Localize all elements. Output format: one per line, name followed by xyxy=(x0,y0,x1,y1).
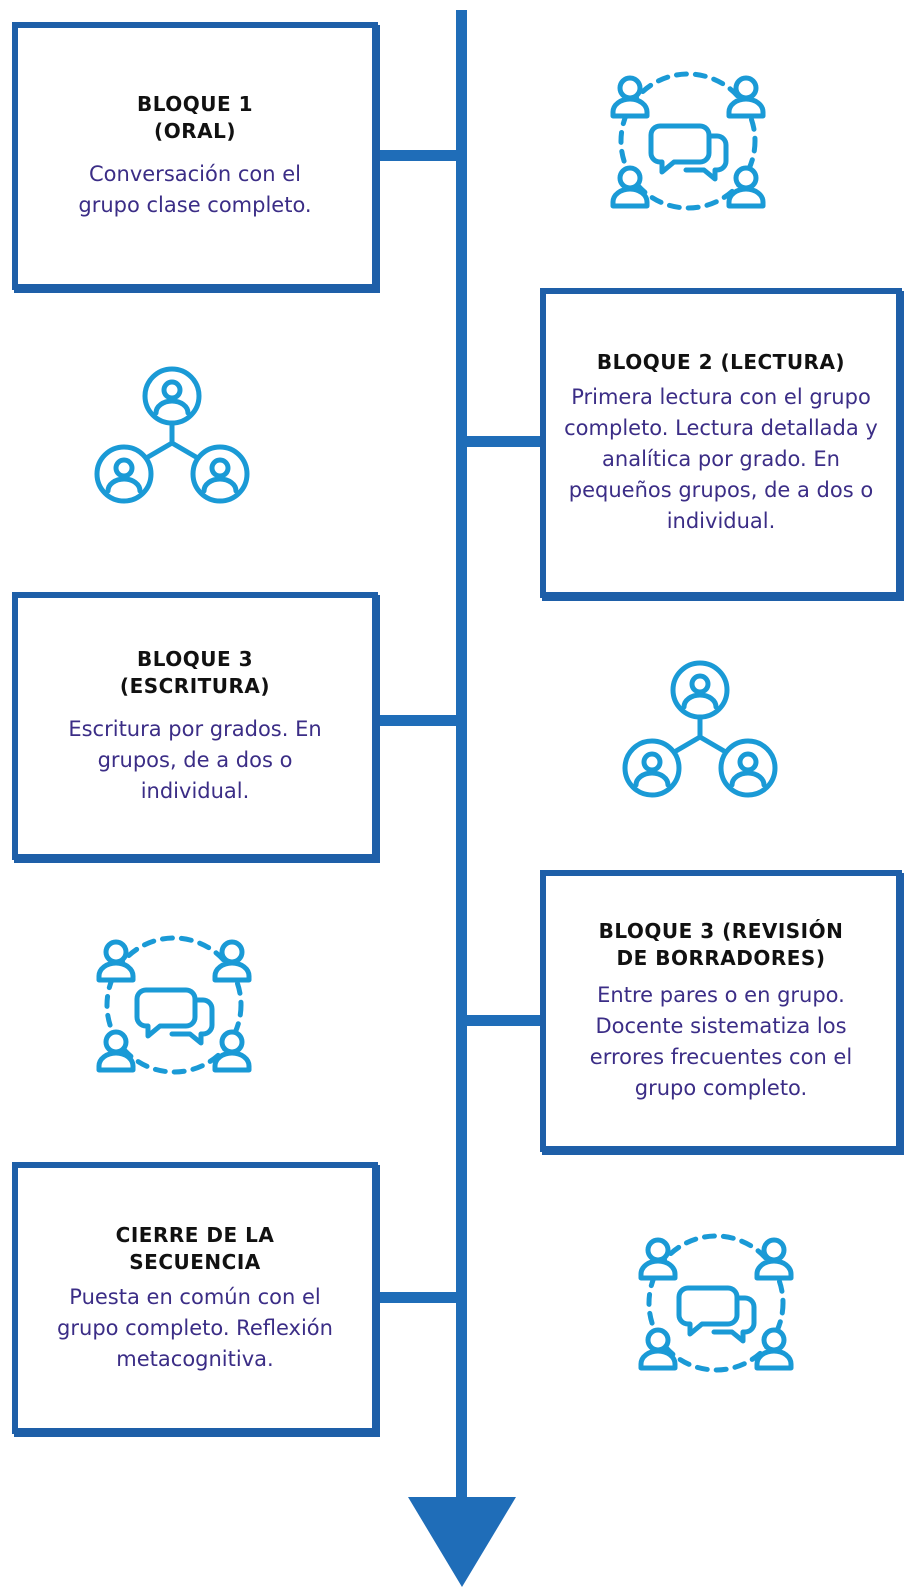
team-network-icon xyxy=(622,660,778,798)
branch-bloque-3-revision xyxy=(462,1015,544,1026)
group-conversation-icon xyxy=(610,71,766,211)
block-card-5: CIERRE DE LA SECUENCIA Puesta en común c… xyxy=(12,1162,378,1434)
block-title: CIERRE DE LA SECUENCIA xyxy=(115,1222,275,1274)
block-title: BLOQUE 2 (LECTURA) xyxy=(596,350,846,374)
branch-bloque-3-escritura xyxy=(378,715,460,726)
branch-bloque-1 xyxy=(378,150,460,161)
block-description: Puesta en común con el grupo completo. R… xyxy=(57,1284,333,1371)
group-conversation-icon xyxy=(96,935,252,1075)
timeline-line xyxy=(456,10,467,1510)
block-card-4: BLOQUE 3 (REVISIÓN DE BORRADORES) Entre … xyxy=(540,870,902,1152)
block-description: Entre pares o en grupo. Docente sistemat… xyxy=(589,983,853,1100)
branch-bloque-2 xyxy=(462,436,544,447)
team-network-icon xyxy=(94,366,250,504)
block-title: BLOQUE 3 (ESCRITURA) xyxy=(119,646,271,698)
timeline-arrow-head xyxy=(408,1497,516,1587)
branch-cierre xyxy=(378,1292,460,1303)
block-title: BLOQUE 3 (REVISIÓN DE BORRADORES) xyxy=(598,919,844,970)
block-card-1: BLOQUE 1 (ORAL) Conversación con el grup… xyxy=(12,22,378,290)
block-description: Escritura por grados. En grupos, de a do… xyxy=(68,716,322,803)
block-title: BLOQUE 1 (ORAL) xyxy=(136,92,254,143)
group-conversation-icon xyxy=(638,1233,794,1373)
block-description: Conversación con el grupo clase completo… xyxy=(78,162,312,217)
block-description: Primera lectura con el grupo completo. L… xyxy=(564,385,878,533)
block-card-3: BLOQUE 3 (ESCRITURA) Escritura por grado… xyxy=(12,592,378,860)
block-card-2: BLOQUE 2 (LECTURA) Primera lectura con e… xyxy=(540,288,902,598)
